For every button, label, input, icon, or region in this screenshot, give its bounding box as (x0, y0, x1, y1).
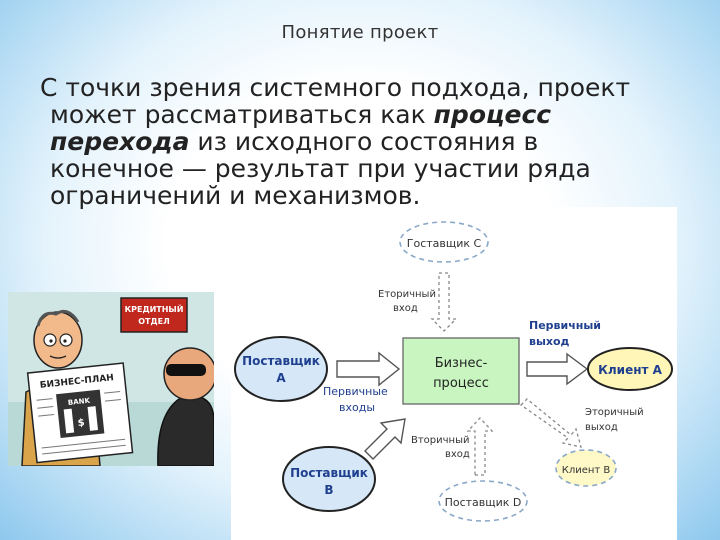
primary-input-arrow-b (364, 418, 406, 460)
supplier-d-node (438, 480, 528, 522)
supplier-c-label: Гоставщик С (407, 237, 482, 250)
slide-title: Понятие проект (281, 22, 439, 43)
client-b-label: Клиент В (562, 465, 611, 476)
supplier-d-label: Поставщик D (445, 496, 522, 509)
client-a-node (587, 347, 673, 391)
plan-text-line (41, 438, 126, 449)
supplier-a-label-1: Поставщик (242, 354, 320, 368)
emphasis-process: процесс (433, 100, 552, 129)
primary-output-arrow (526, 352, 589, 386)
primary-output-label-2: выход (529, 335, 570, 348)
secondary-output-label-2: выход (585, 422, 618, 433)
supplier-c-node (399, 221, 489, 263)
secondary-output-arrow (519, 398, 582, 448)
secondary-input-bottom-label-2: вход (445, 449, 470, 460)
cartoon-illustration: КРЕДИТНЫЙ ОТДЕЛ БИЗНЕС-ПЛАН BANK $ (8, 292, 217, 467)
bank-column-left (63, 408, 75, 434)
credit-department-sign (120, 297, 188, 333)
plan-text-line (104, 390, 121, 394)
client-a-label: Клиент А (598, 363, 663, 377)
supplier-b-label-2: В (324, 483, 333, 497)
supplier-b-label-1: Поставщик (290, 466, 368, 480)
body-line-2: может рассматриваться как процесс (40, 101, 690, 128)
cartoon-svg: КРЕДИТНЫЙ ОТДЕЛ БИЗНЕС-ПЛАН BANK $ (8, 292, 217, 467)
bank-label: BANK (68, 397, 91, 407)
man-eye-left (49, 339, 53, 343)
plan-text-line (37, 406, 54, 409)
dollar-sign: $ (77, 417, 85, 429)
secondary-input-bottom-arrow (466, 417, 494, 476)
business-process-box (402, 337, 520, 405)
business-process-label-2: процесс (433, 376, 489, 391)
supplier-a-node (234, 336, 328, 402)
body-line-1: С точки зрения системного подхода, проек… (40, 73, 631, 102)
business-plan-board: БИЗНЕС-ПЛАН BANK $ (26, 362, 134, 464)
diagram-svg: Гоставщик С Еторичный вход Первичный вых… (234, 221, 673, 522)
body-line-2-text: может рассматриваться как (50, 100, 434, 129)
secondary-output-label-1: Эторичный (585, 407, 644, 418)
bank-column-right (87, 406, 98, 431)
plan-text-line (38, 414, 55, 417)
business-process-label-1: Бизнес- (435, 356, 488, 371)
primary-input-arrow-a (336, 351, 401, 387)
primary-inputs-label-2: входы (339, 401, 375, 414)
plan-text-line (42, 444, 126, 455)
body-line-5: ограничений и механизмов. (50, 181, 421, 210)
body-line-3-text: из исходного состояния в (189, 127, 539, 156)
sign-text-2: ОТДЕЛ (138, 317, 170, 326)
man-eye-right (63, 339, 67, 343)
man-mouth (49, 355, 67, 359)
plan-text-line (104, 398, 121, 402)
business-process-diagram: Гоставщик С Еторичный вход Первичный вых… (231, 207, 677, 540)
supplier-b-node (282, 446, 376, 512)
slide-body-text: С точки зрения системного подхода, проек… (40, 74, 690, 209)
secondary-input-top-arrow (430, 272, 458, 332)
body-line-3: перехода из исходного состояния в (40, 128, 690, 155)
secondary-input-top-label-1: Еторичный (378, 289, 436, 300)
secondary-input-top-label-2: вход (393, 303, 418, 314)
plan-text-line (36, 398, 53, 401)
supplier-a-label-2: А (276, 371, 286, 385)
primary-inputs-label-1: Первичные (323, 385, 388, 398)
primary-output-label-1: Первичный (529, 319, 601, 332)
emphasis-transition: перехода (50, 127, 190, 156)
client-b-node (555, 449, 617, 487)
body-line-4: конечное — результат при участии ряда (50, 154, 591, 183)
secondary-input-bottom-label-1: Вторичный (411, 435, 470, 446)
banker-sunglasses (166, 364, 206, 376)
man-hair (36, 309, 80, 327)
sign-text-1: КРЕДИТНЫЙ (125, 303, 184, 314)
